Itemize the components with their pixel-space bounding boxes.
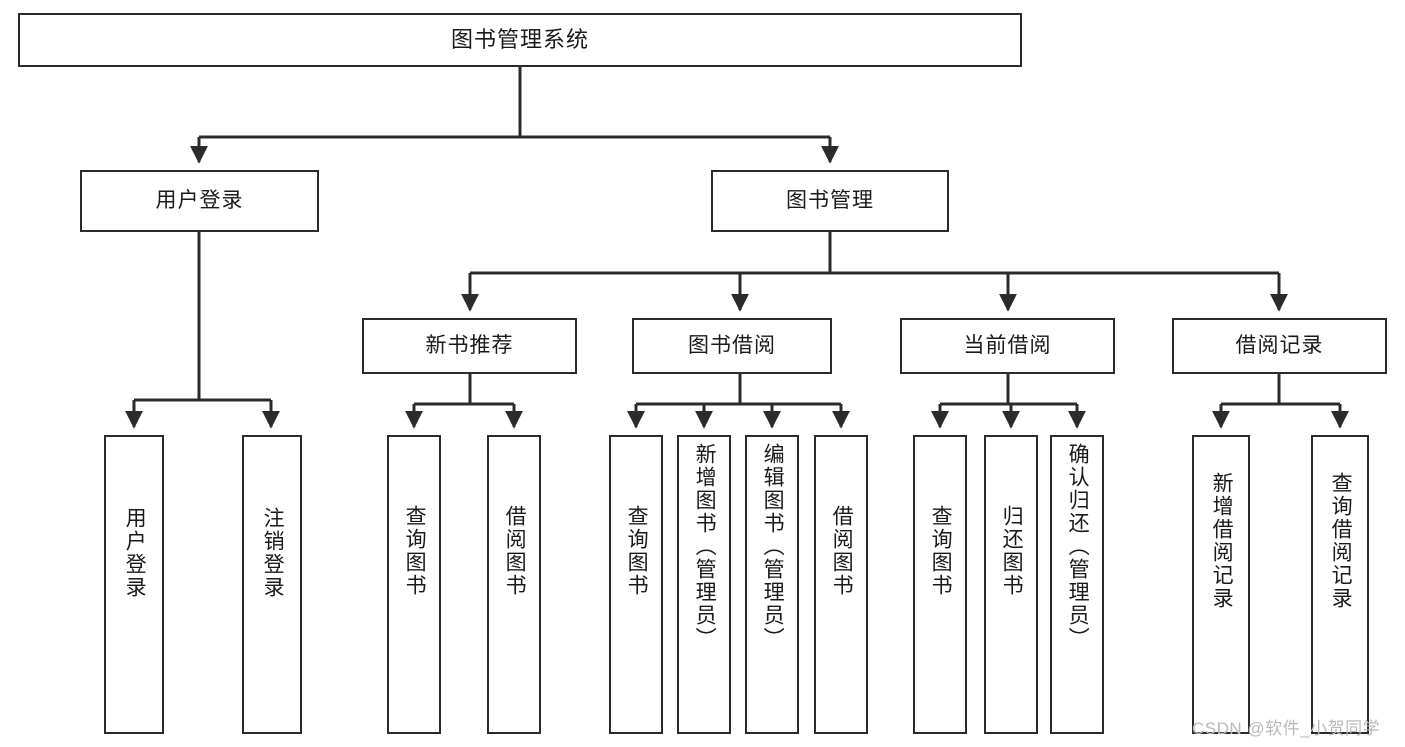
- node-leaf-logout[interactable]: 注销登录: [242, 435, 302, 734]
- node-leaf-edit-book[interactable]: 编辑图书（管理员）: [745, 435, 799, 734]
- node-new-book-recommend-label: 新书推荐: [425, 334, 514, 358]
- node-leaf-borrow-book-2[interactable]: 借阅图书: [814, 435, 868, 734]
- node-book-manage-label: 图书管理: [786, 189, 874, 213]
- node-new-book-recommend[interactable]: 新书推荐: [362, 318, 577, 374]
- node-leaf-borrow-book-1[interactable]: 借阅图书: [487, 435, 541, 734]
- csdn-watermark: CSDN @软件_小贺同学: [1192, 719, 1381, 738]
- node-leaf-add-book[interactable]: 新增图书（管理员）: [677, 435, 731, 734]
- node-leaf-edit-book-label: 编辑图书（管理员）: [761, 443, 785, 650]
- node-borrow-record-label: 借阅记录: [1235, 334, 1324, 358]
- node-leaf-add-book-label: 新增图书（管理员）: [693, 443, 717, 650]
- node-current-borrow-label: 当前借阅: [963, 334, 1052, 358]
- node-leaf-return-book[interactable]: 归还图书: [984, 435, 1038, 734]
- node-book-borrow[interactable]: 图书借阅: [632, 318, 832, 374]
- node-leaf-query-book-2[interactable]: 查询图书: [609, 435, 663, 734]
- node-leaf-query-book-3[interactable]: 查询图书: [913, 435, 967, 734]
- node-leaf-logout-label: 注销登录: [261, 507, 285, 599]
- node-leaf-query-book-1-label: 查询图书: [403, 505, 427, 597]
- node-root[interactable]: 图书管理系统: [18, 13, 1022, 67]
- node-user-login-label: 用户登录: [155, 189, 244, 213]
- node-leaf-confirm-return[interactable]: 确认归还（管理员）: [1050, 435, 1104, 734]
- node-current-borrow[interactable]: 当前借阅: [900, 318, 1115, 374]
- node-user-login[interactable]: 用户登录: [80, 170, 319, 232]
- node-leaf-return-book-label: 归还图书: [1000, 505, 1024, 597]
- node-leaf-borrow-book-1-label: 借阅图书: [503, 505, 527, 597]
- node-root-label: 图书管理系统: [450, 26, 589, 52]
- node-book-manage[interactable]: 图书管理: [711, 170, 949, 232]
- node-leaf-user-login[interactable]: 用户登录: [104, 435, 164, 734]
- node-leaf-confirm-return-label: 确认归还（管理员）: [1066, 443, 1090, 650]
- node-leaf-user-login-label: 用户登录: [123, 507, 147, 599]
- node-leaf-query-record[interactable]: 查询借阅记录: [1311, 435, 1369, 734]
- node-leaf-add-record-label: 新增借阅记录: [1210, 472, 1234, 610]
- node-leaf-query-record-label: 查询借阅记录: [1329, 472, 1353, 610]
- node-leaf-query-book-3-label: 查询图书: [929, 505, 953, 597]
- node-leaf-query-book-1[interactable]: 查询图书: [387, 435, 441, 734]
- node-leaf-query-book-2-label: 查询图书: [625, 505, 649, 597]
- node-leaf-borrow-book-2-label: 借阅图书: [830, 505, 854, 597]
- node-book-borrow-label: 图书借阅: [688, 334, 776, 358]
- node-borrow-record[interactable]: 借阅记录: [1172, 318, 1387, 374]
- node-leaf-add-record[interactable]: 新增借阅记录: [1192, 435, 1250, 734]
